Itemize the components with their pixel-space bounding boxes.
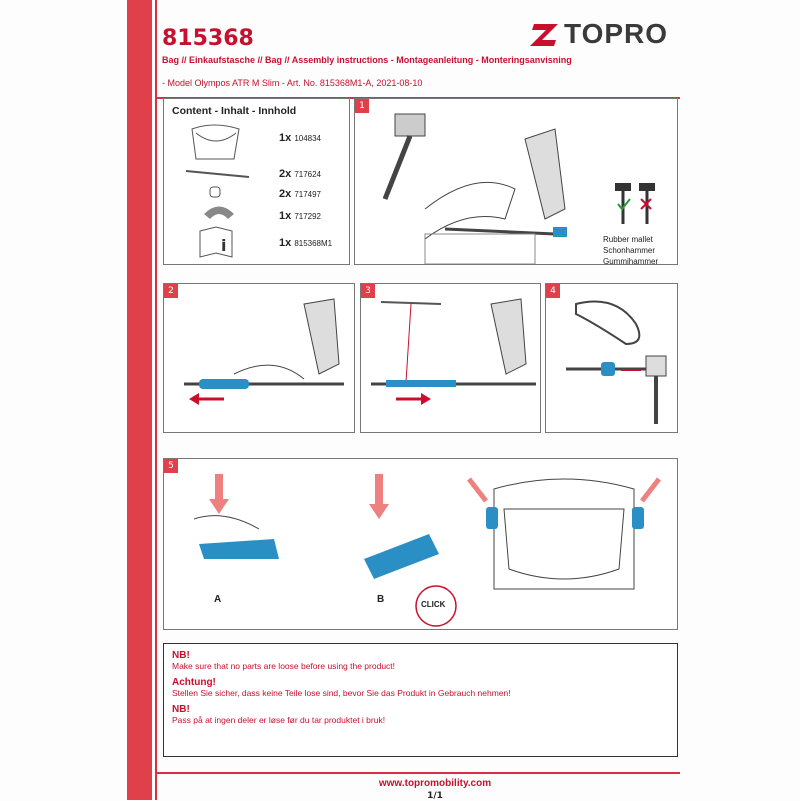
step-4-illustration — [566, 300, 667, 424]
step-5-panel: 5 A B CLICK — [163, 458, 678, 630]
note-text: Stellen Sie sicher, dass keine Teile los… — [172, 688, 511, 698]
margin-line — [155, 0, 157, 800]
red-margin-strip — [127, 0, 152, 800]
part-item: 1x 815368M1 — [279, 237, 333, 249]
label-b: B — [377, 594, 385, 605]
step-2-illustration — [184, 298, 344, 405]
step-number: 3 — [361, 284, 375, 298]
header-divider — [155, 97, 680, 99]
content-title: Content - Inhalt - Innhold — [172, 105, 297, 117]
part-item: 1x 717292 — [279, 210, 322, 222]
note-title: NB! — [172, 650, 190, 661]
topro-logo: TOPRO — [528, 18, 668, 50]
notes-box: NB! Make sure that no parts are loose be… — [163, 643, 678, 757]
model-info: - Model Olympos ATR M Slim - Art. No. 81… — [162, 78, 423, 88]
step-1-illustration — [382, 113, 655, 264]
svg-text:i: i — [221, 236, 226, 255]
step-4-panel: 4 — [545, 283, 678, 433]
logo-mark-icon — [530, 24, 558, 46]
step-number: 2 — [164, 284, 178, 298]
part-item: 2x 717624 — [279, 168, 322, 180]
footer-divider — [155, 772, 680, 774]
step-3-panel: 3 — [360, 283, 541, 433]
step-3-illustration — [371, 298, 536, 405]
step-5-illustration — [193, 474, 661, 627]
logo-text: TOPRO — [564, 18, 669, 49]
step-2-panel: 2 — [163, 283, 355, 433]
note-title: Achtung! — [172, 677, 216, 688]
step-number: 1 — [355, 99, 369, 113]
note-text: Make sure that no parts are loose before… — [172, 661, 396, 671]
parts-illustrations: i — [185, 124, 250, 258]
click-label: CLICK — [421, 600, 446, 609]
document-number: 815368 — [162, 26, 254, 51]
label-a: A — [214, 594, 222, 605]
page-number: 1/1 — [427, 791, 443, 801]
content-panel: Content - Inhalt - Innhold i 1x 104834 2… — [163, 98, 350, 265]
part-item: 2x 717497 — [279, 188, 322, 200]
step-number: 5 — [164, 459, 178, 473]
document-subtitle: Bag // Einkaufstasche // Bag // Assembly… — [162, 55, 572, 65]
step-number: 4 — [546, 284, 560, 298]
note-title: NB! — [172, 704, 190, 715]
website-link[interactable]: www.topromobility.com — [378, 778, 492, 789]
note-text: Pass på at ingen deler er løse før du ta… — [172, 715, 386, 725]
part-item: 1x 104834 — [279, 132, 322, 144]
